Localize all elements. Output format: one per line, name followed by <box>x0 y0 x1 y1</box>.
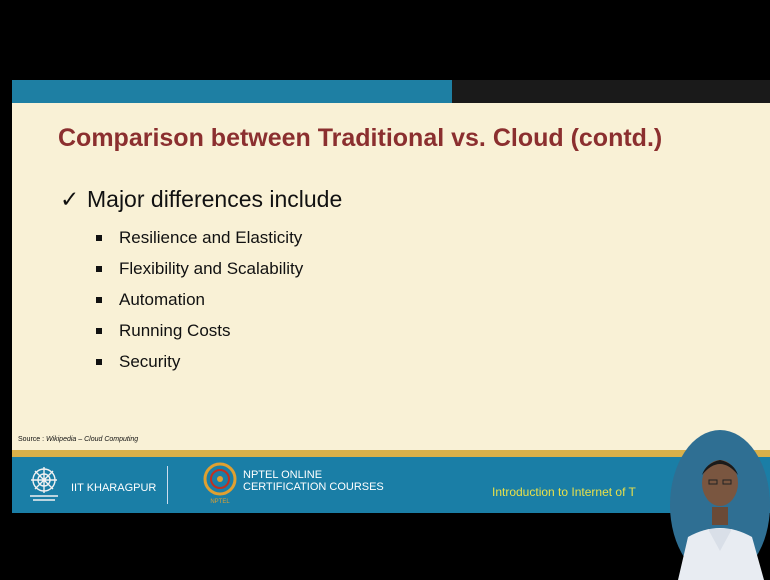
list-item: Security <box>96 346 303 377</box>
list-item-text: Security <box>119 351 181 371</box>
slide-body <box>12 103 770 450</box>
list-item-text: Flexibility and Scalability <box>119 258 304 278</box>
list-item-text: Resilience and Elasticity <box>119 227 303 247</box>
list-item-text: Running Costs <box>119 320 231 340</box>
square-bullet-icon <box>96 358 102 365</box>
nptel-line-1: NPTEL ONLINE <box>243 469 323 481</box>
institute-name: IIT KHARAGPUR <box>71 482 157 494</box>
slide-footer <box>12 457 770 513</box>
list-item: Flexibility and Scalability <box>96 253 303 284</box>
list-item: Resilience and Elasticity <box>96 222 303 253</box>
list-item: Running Costs <box>96 315 303 346</box>
source-citation: Source : Wikipedia – Cloud Computing <box>18 436 138 443</box>
square-bullet-icon <box>96 296 102 303</box>
square-bullet-icon <box>96 265 102 272</box>
nptel-line-2: CERTIFICATION COURSES <box>243 481 384 493</box>
nptel-logo-text: NPTEL <box>210 499 230 505</box>
list-item: Automation <box>96 284 303 315</box>
source-text: Wikipedia – Cloud Computing <box>46 436 139 443</box>
main-bullet: ✓ Major differences include <box>60 186 342 213</box>
nptel-logo-icon: NPTEL <box>203 462 237 505</box>
main-bullet-text: Major differences include <box>87 186 343 212</box>
checkmark-icon: ✓ <box>60 186 80 212</box>
footer-divider <box>167 466 168 504</box>
source-label: Source : <box>18 436 47 443</box>
nptel-text: NPTEL ONLINE CERTIFICATION COURSES <box>243 469 384 493</box>
iit-kharagpur-logo-icon <box>30 467 58 501</box>
video-top-letterbox <box>0 0 770 80</box>
header-dark-band <box>452 80 770 103</box>
square-bullet-icon <box>96 234 102 241</box>
square-bullet-icon <box>96 327 102 334</box>
presenter-video-overlay <box>670 430 770 580</box>
header-accent-band <box>12 80 472 103</box>
list-item-text: Automation <box>119 289 205 309</box>
slide-title: Comparison between Traditional vs. Cloud… <box>58 124 663 152</box>
sub-bullet-list: Resilience and Elasticity Flexibility an… <box>96 222 303 377</box>
course-title: Introduction to Internet of T <box>492 485 636 499</box>
footer-gold-line <box>12 450 770 457</box>
